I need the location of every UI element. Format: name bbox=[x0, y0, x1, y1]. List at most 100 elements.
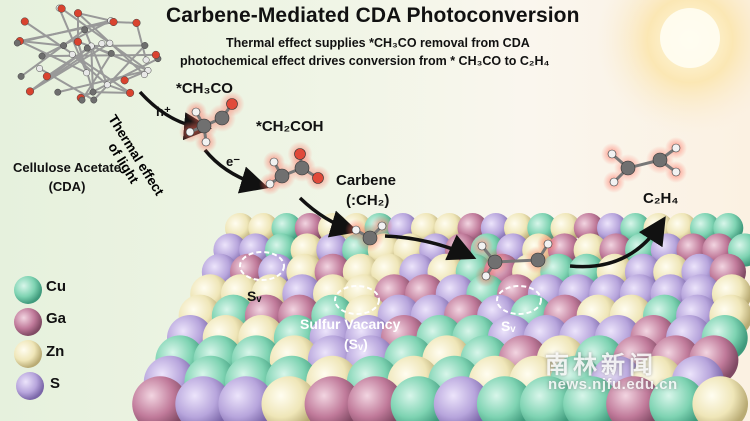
legend-swatch-s bbox=[16, 372, 44, 400]
adsorbate-molecule bbox=[259, 141, 331, 195]
lattice-atom bbox=[692, 376, 748, 421]
cda-atom bbox=[17, 72, 25, 80]
cda-atom bbox=[20, 17, 29, 26]
legend-label-ga: Ga bbox=[46, 310, 67, 327]
cda-bond bbox=[19, 40, 64, 47]
vacancy-marker bbox=[334, 285, 380, 315]
carbene-formula: (:CH₂) bbox=[346, 192, 390, 209]
adsorbate-molecule bbox=[345, 215, 393, 252]
cda-atom bbox=[89, 88, 97, 96]
lattice-atom bbox=[563, 376, 619, 421]
cda-bond bbox=[42, 53, 156, 58]
lattice-atom bbox=[261, 376, 318, 421]
cda-bond bbox=[90, 45, 149, 72]
lattice-atom bbox=[304, 376, 361, 421]
watermark-chinese: 南林新闻 bbox=[545, 350, 657, 379]
cda-atom bbox=[98, 40, 106, 48]
lattice-atom bbox=[347, 376, 404, 421]
adsorbate-molecule bbox=[601, 137, 687, 193]
adsorbate-molecule bbox=[179, 91, 245, 153]
cda-bond bbox=[17, 19, 112, 44]
cda-label-line-2: (CDA) bbox=[48, 179, 86, 194]
cda-atom bbox=[57, 4, 66, 13]
lattice-atom bbox=[649, 376, 705, 421]
ch3co-label: *CH₃CO bbox=[176, 80, 233, 97]
cda-atom bbox=[126, 88, 135, 97]
arrow-to-c2h4 bbox=[569, 216, 666, 269]
sulfur-vacancy-abbrev: (Sᵥ) bbox=[344, 336, 368, 352]
sv-label-left: Sᵥ bbox=[247, 288, 262, 304]
cda-atom bbox=[151, 50, 160, 59]
cda-atom bbox=[103, 81, 111, 89]
cda-bond bbox=[135, 22, 148, 61]
subtitle-line-2: photochemical effect drives conversion f… bbox=[180, 54, 550, 68]
cda-atom bbox=[140, 71, 148, 79]
cda-label-line-1: Cellulose Acetate bbox=[13, 160, 121, 175]
cda-atom bbox=[36, 65, 44, 72]
legend-label-zn: Zn bbox=[46, 343, 65, 360]
lattice-atom bbox=[390, 376, 447, 421]
cellulose-acetate-molecule bbox=[13, 4, 162, 104]
molecule-models bbox=[179, 91, 687, 287]
legend-label-s: S bbox=[50, 375, 61, 392]
cda-atom bbox=[83, 69, 91, 77]
cda-bond bbox=[92, 91, 131, 94]
cda-atom bbox=[13, 39, 21, 47]
cda-bond bbox=[61, 7, 149, 72]
cda-atom bbox=[54, 88, 62, 96]
cda-bond bbox=[20, 29, 86, 78]
catalyst-surface bbox=[132, 213, 750, 421]
vacancy-marker bbox=[239, 251, 285, 281]
cda-atom bbox=[109, 17, 118, 27]
legend-label-cu: Cu bbox=[46, 278, 66, 295]
legend-swatch-cu bbox=[14, 276, 42, 304]
cda-bond bbox=[24, 20, 131, 94]
lattice-atom bbox=[175, 376, 231, 421]
cda-atom bbox=[78, 96, 86, 104]
cda-atom bbox=[107, 49, 115, 57]
lattice-atom bbox=[606, 376, 662, 421]
legend-swatch-zn bbox=[14, 340, 42, 368]
arrow-carbene-coupling bbox=[384, 234, 477, 261]
cda-label: Cellulose Acetate (CDA) bbox=[6, 158, 128, 196]
cda-atom bbox=[25, 87, 35, 96]
cda-bond bbox=[83, 29, 109, 86]
sv-label-right: Sᵥ bbox=[501, 318, 516, 334]
watermark-url: news.njfu.edu.cn bbox=[548, 376, 678, 393]
cda-atom bbox=[83, 44, 91, 52]
lattice-atom bbox=[433, 376, 490, 421]
cda-bond bbox=[77, 12, 112, 22]
hole-label: h⁺ bbox=[156, 104, 171, 119]
page-title: Carbene-Mediated CDA Photoconversion bbox=[166, 4, 580, 27]
cda-atom bbox=[81, 26, 89, 34]
cda-atom bbox=[60, 42, 68, 50]
vacancy-marker bbox=[496, 285, 542, 315]
ch2coh-label: *CH₂COH bbox=[256, 118, 324, 135]
ethylene-label: C₂H₄ bbox=[643, 190, 679, 207]
cda-atom bbox=[73, 37, 82, 46]
sulfur-vacancy-label: Sulfur Vacancy bbox=[300, 316, 401, 332]
cda-atom bbox=[38, 52, 46, 60]
cda-atom bbox=[142, 56, 150, 64]
cda-atom bbox=[90, 96, 98, 104]
cda-bond bbox=[71, 53, 108, 86]
lattice-atom bbox=[476, 376, 533, 421]
adsorbate-molecule bbox=[471, 233, 559, 287]
cda-atom bbox=[141, 42, 149, 49]
electron-label: e⁻ bbox=[226, 154, 241, 169]
cda-bond bbox=[29, 42, 103, 93]
legend-swatch-ga bbox=[14, 308, 42, 336]
lattice-atom bbox=[520, 376, 576, 421]
cda-atom bbox=[120, 76, 129, 85]
cda-bond bbox=[46, 45, 92, 78]
subtitle-line-1: Thermal effect supplies *CH₃CO removal f… bbox=[226, 36, 530, 50]
cda-atom bbox=[68, 50, 76, 58]
cda-atom bbox=[42, 72, 51, 81]
arrow-to-ch2coh bbox=[203, 148, 269, 194]
lattice-atom bbox=[218, 376, 274, 421]
carbene-label: Carbene bbox=[336, 172, 397, 189]
lattice-atom bbox=[132, 376, 188, 421]
cda-atom bbox=[73, 9, 83, 18]
